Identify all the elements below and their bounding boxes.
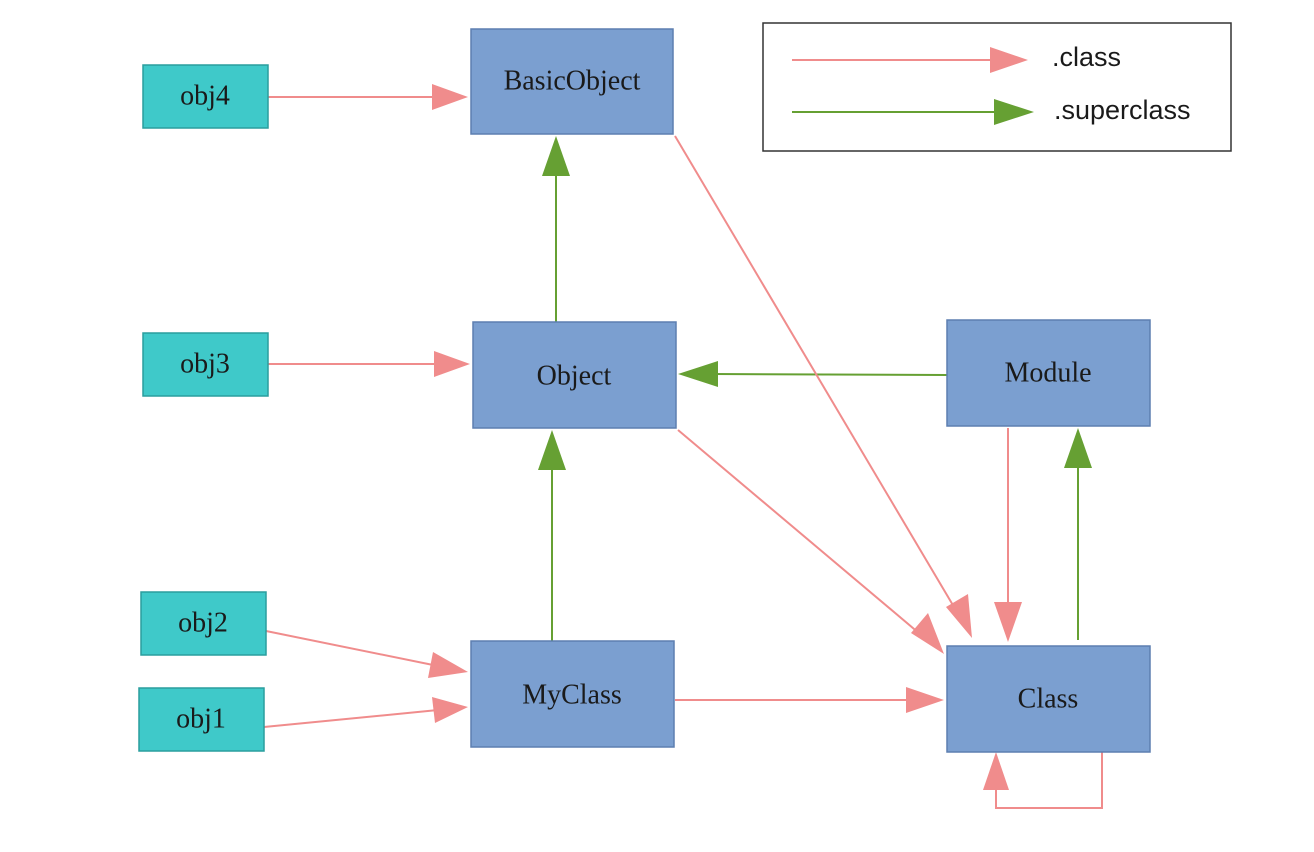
- node-obj1: obj1: [138, 687, 265, 752]
- edge-basicobject-class-class: [674, 135, 972, 638]
- node-myclass: MyClass: [470, 640, 675, 748]
- edge-obj3-class-object: [268, 351, 470, 377]
- legend: .class .superclass: [762, 22, 1232, 152]
- legend-class-arrow: [792, 47, 1028, 73]
- edge-myclass-superclass-object: [538, 430, 566, 641]
- node-class-label: Class: [1018, 684, 1079, 715]
- node-obj2: obj2: [140, 591, 267, 656]
- edge-module-class-class: [994, 428, 1022, 642]
- node-obj2-label: obj2: [178, 608, 228, 639]
- legend-class-label: .class: [1052, 42, 1121, 72]
- legend-box: [762, 22, 1232, 152]
- edge-obj2-class-myclass: [265, 630, 468, 678]
- node-object: Object: [472, 321, 677, 429]
- node-module-label: Module: [1004, 358, 1091, 389]
- node-module: Module: [946, 319, 1151, 427]
- node-obj1-label: obj1: [176, 704, 226, 735]
- edge-class-superclass-module: [1064, 428, 1092, 640]
- node-myclass-label: MyClass: [522, 680, 622, 711]
- edge-object-superclass-basicobject: [542, 136, 570, 322]
- node-basicobject: BasicObject: [470, 28, 674, 135]
- node-basicobject-label: BasicObject: [504, 66, 641, 97]
- node-class: Class: [946, 645, 1151, 753]
- node-obj3-label: obj3: [180, 349, 230, 380]
- node-object-label: Object: [537, 361, 612, 392]
- edge-object-class-class: [677, 429, 944, 654]
- legend-superclass-label: .superclass: [1054, 95, 1191, 125]
- edge-obj1-class-myclass: [263, 697, 468, 728]
- edge-module-superclass-object: [678, 361, 948, 387]
- node-obj4: obj4: [142, 64, 269, 129]
- node-obj4-label: obj4: [180, 81, 230, 112]
- edge-myclass-class-class: [675, 687, 944, 713]
- node-obj3: obj3: [142, 332, 269, 397]
- legend-superclass-arrow: [792, 99, 1034, 125]
- edges: [263, 84, 1103, 809]
- edge-obj4-class-basicobject: [268, 84, 468, 110]
- edge-class-class-self: [983, 752, 1103, 809]
